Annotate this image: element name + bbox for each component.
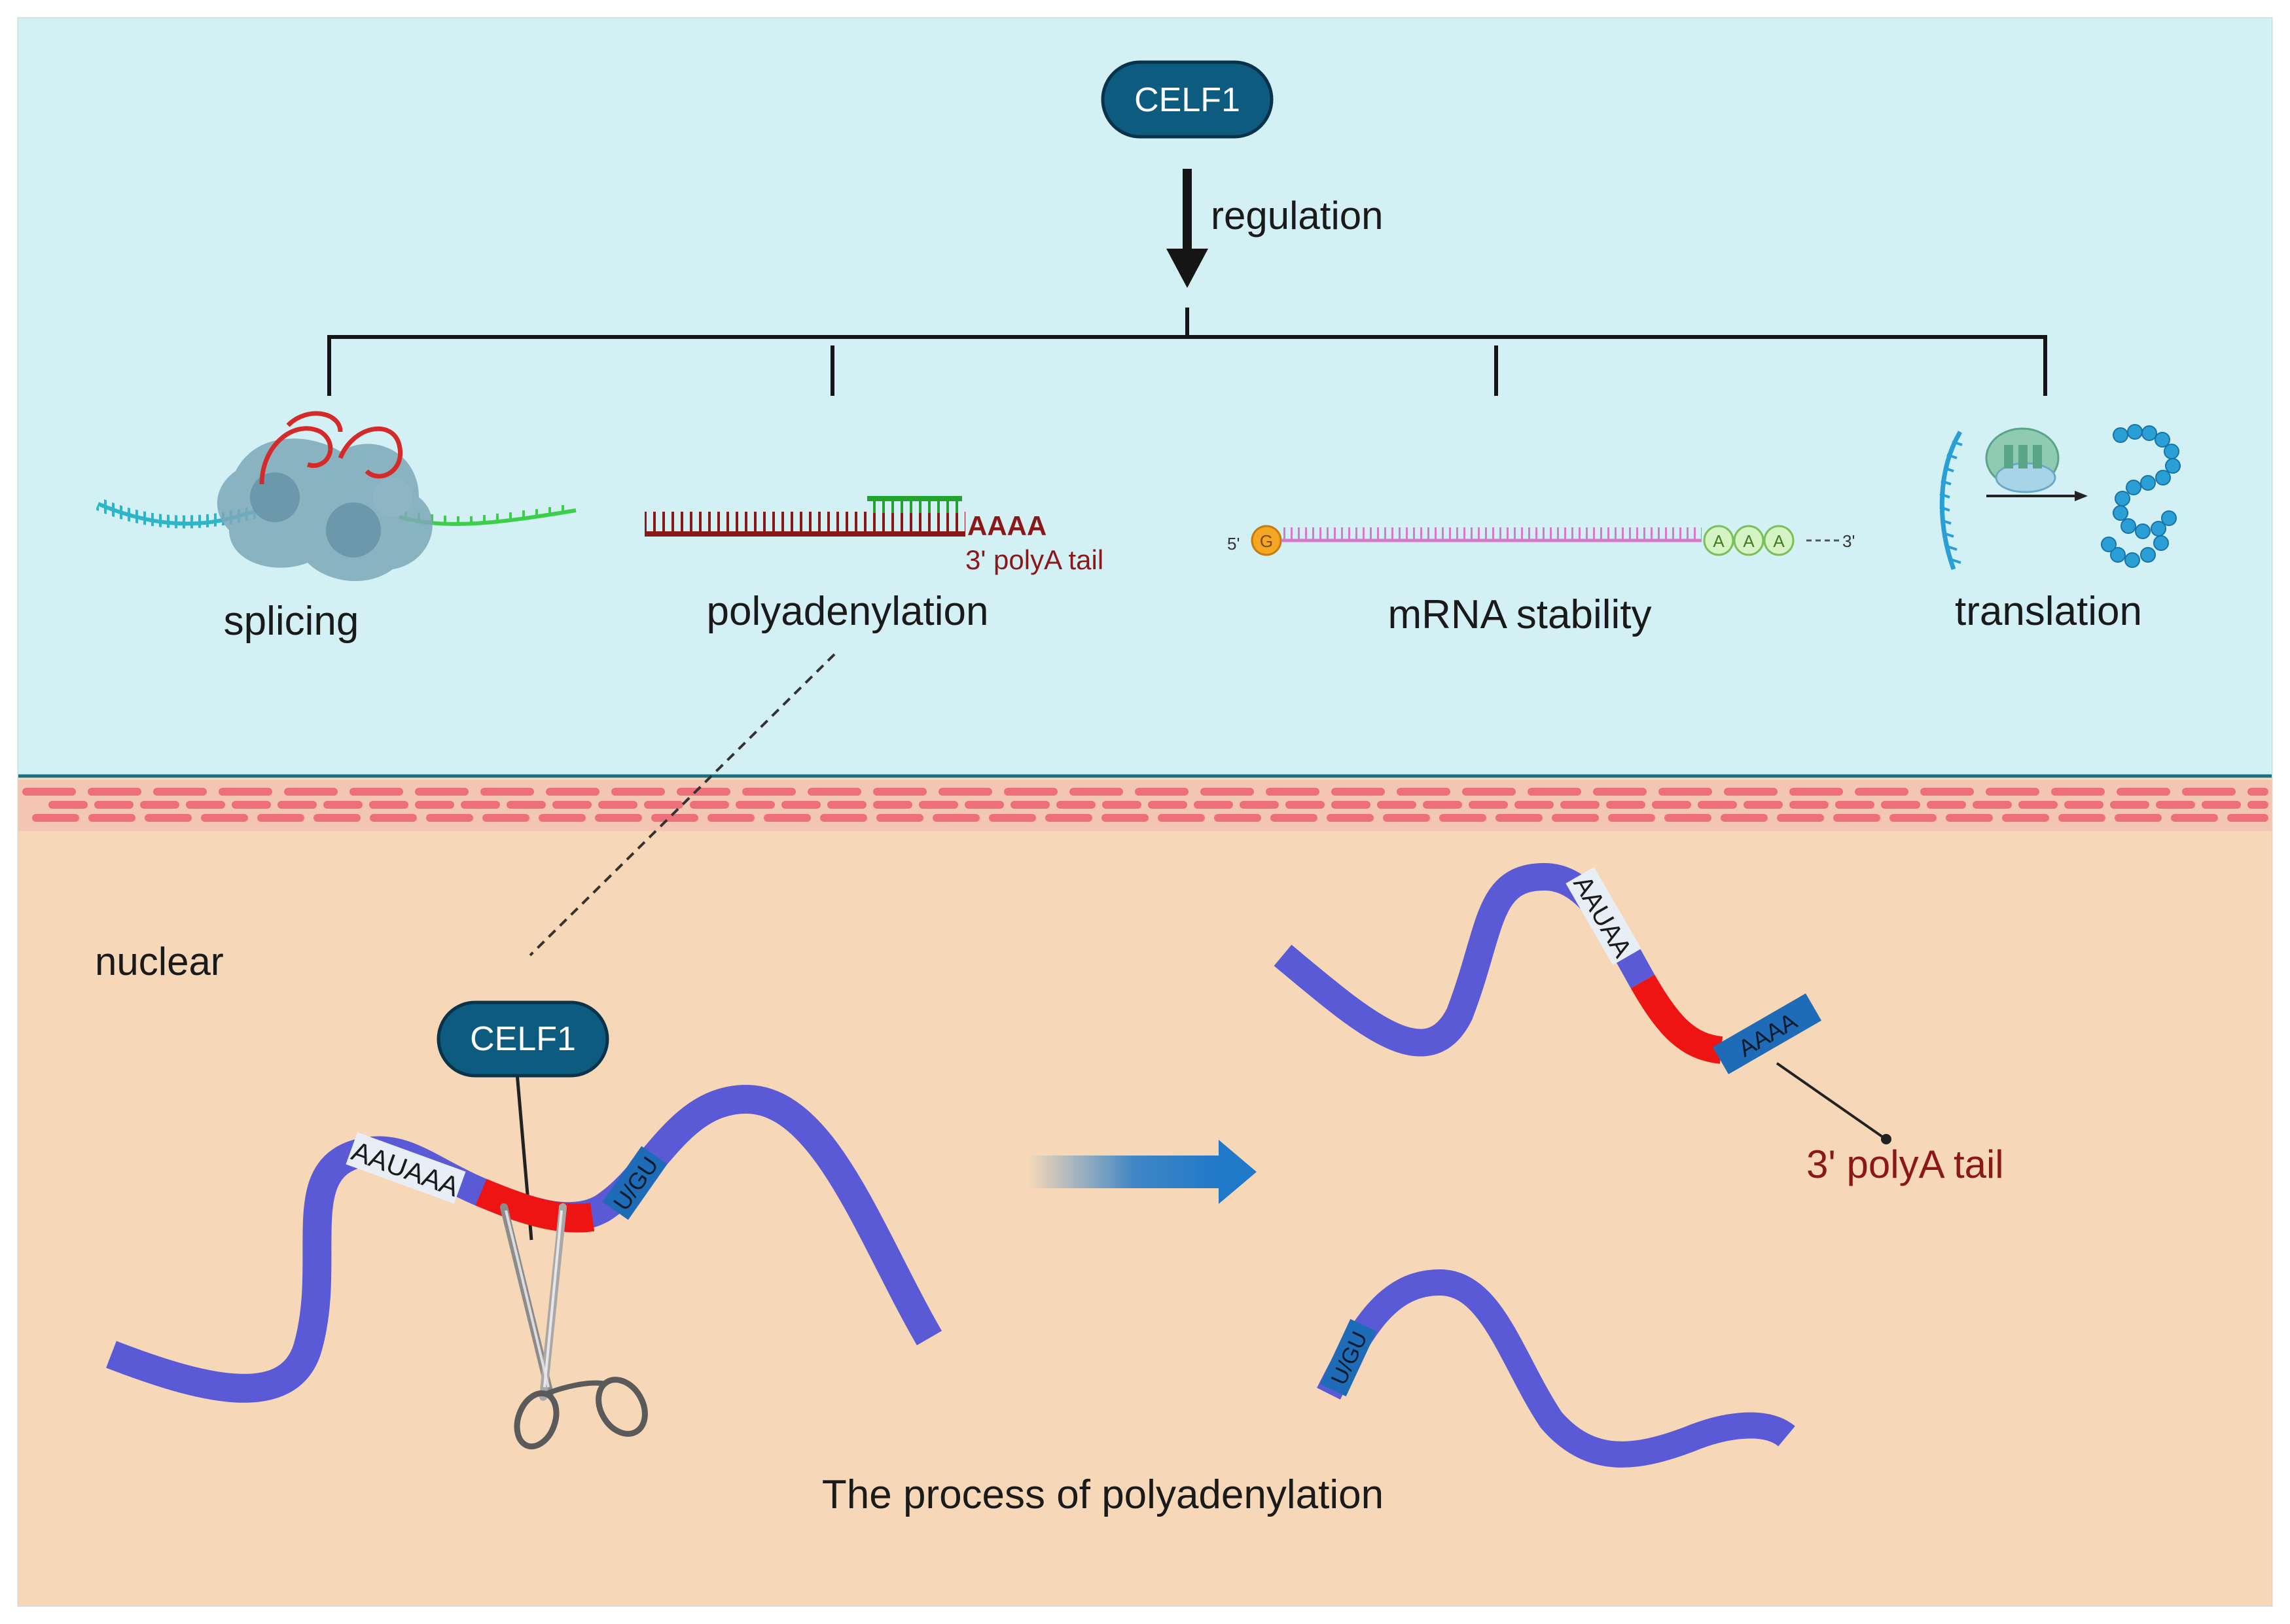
protein-chain-icon [2101, 424, 2181, 568]
celf1-top-badge: CELF1 [1101, 60, 1274, 139]
product-tail-box [1712, 993, 1822, 1074]
regulation-label: regulation [1211, 194, 1384, 238]
celf1-bottom-label: CELF1 [470, 1020, 576, 1058]
mrna-stability-illustration: 5' G A A A 3' [1227, 525, 1855, 556]
product-downstream-box [1319, 1318, 1377, 1397]
polyadenylation-label: polyadenylation [707, 589, 989, 634]
process-caption: The process of polyadenylation [822, 1472, 1384, 1517]
zoom-connector-line [529, 653, 836, 957]
polyA-bead-icon [1763, 525, 1795, 556]
signal-box [346, 1132, 466, 1204]
cytoplasm-region [18, 18, 2272, 776]
polyA-bead-label: A [1713, 531, 1725, 551]
product-signal-box [1565, 867, 1641, 965]
translation-label: translation [1955, 589, 2142, 634]
mrna-cap-icon [1251, 525, 1282, 556]
mrna-5prime-label: 5' [1227, 534, 1240, 554]
nucleus-region [18, 776, 2272, 1606]
polyA-bead-icon [1703, 525, 1734, 556]
polyA-strand-label: AAAA [967, 510, 1047, 541]
nuclear-label: nuclear [95, 940, 224, 983]
progression-arrow [1028, 1140, 1257, 1204]
polyA-bead-label: A [1773, 531, 1785, 551]
splicing-label: splicing [224, 599, 359, 644]
polyA-bead-icon [1733, 525, 1764, 556]
pre-mrna-strand: AAUAAA U/GU [106, 1085, 942, 1403]
mrna-cap-label: G [1260, 531, 1273, 551]
celf1-top-label: CELF1 [1134, 81, 1240, 119]
celf1-bottom-badge: CELF1 [437, 1000, 609, 1241]
downstream-box [602, 1146, 668, 1220]
polyA-tail-label-top: 3' polyA tail [965, 544, 1103, 575]
polyadenylation-illustration: AAAA 3' polyA tail [645, 496, 1103, 575]
nuclear-membrane [18, 774, 2272, 831]
polyA-tail-label-bottom: 3' polyA tail [1806, 1142, 2004, 1186]
splicing-illustration [95, 411, 577, 582]
regulation-arrow [1166, 169, 1208, 288]
translation-illustration [1939, 424, 2181, 571]
scissors-icon [500, 1203, 648, 1450]
polyA-bead-label: A [1743, 531, 1755, 551]
mrna-3prime-label: 3' [1842, 531, 1855, 551]
regulation-bracket [327, 308, 2047, 396]
mrna-stability-label: mRNA stability [1387, 592, 1651, 637]
